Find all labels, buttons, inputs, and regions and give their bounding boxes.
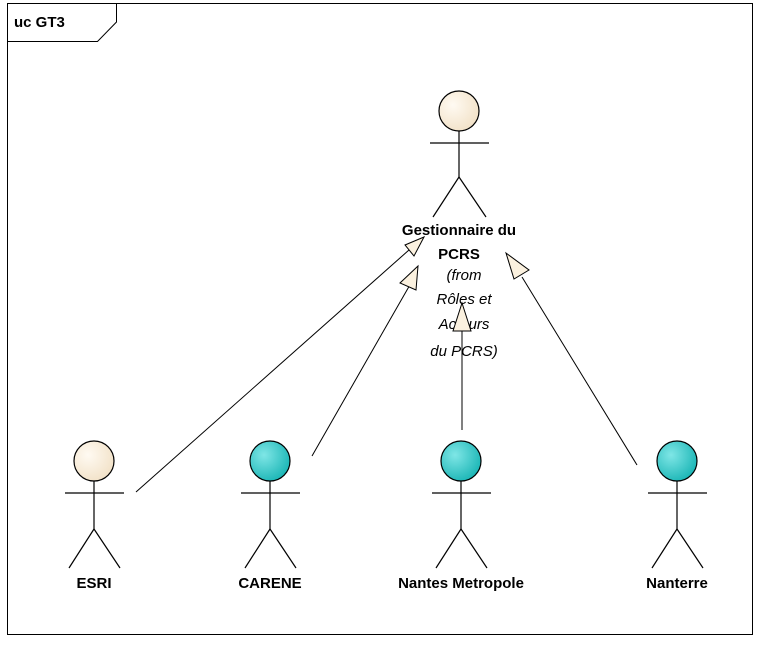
actor-head (438, 90, 480, 132)
actor-head (656, 440, 698, 482)
actor-leg-right (676, 528, 704, 569)
origin-line-3: Acteurs (438, 316, 490, 333)
actor-leg-right (269, 528, 297, 569)
actor-head (249, 440, 291, 482)
actor-label-nantes-metropole: Nantes Metropole (398, 575, 524, 592)
actor-nantes-metropole[interactable] (432, 440, 491, 569)
origin-line-4: du PCRS) (430, 343, 498, 360)
actor-leg-left (432, 176, 460, 218)
actor-leg-right (93, 528, 121, 569)
generalization-esri (135, 241, 419, 493)
frame-title: uc GT3 (14, 14, 65, 31)
actor-leg-left (244, 528, 271, 569)
actor-nanterre[interactable] (648, 440, 707, 569)
generalization-carene (311, 282, 412, 457)
actor-head (73, 440, 115, 482)
actor-label-carene: CARENE (238, 575, 302, 592)
origin-line-2: Rôles et (436, 291, 492, 308)
parent-actor-name-line2: PCRS (438, 246, 480, 263)
actor-leg-right (458, 176, 487, 218)
actor-leg-left (435, 528, 462, 569)
actor-leg-left (68, 528, 95, 569)
parent-actor-name-line1: Gestionnaire du (401, 222, 517, 239)
actor-leg-left (651, 528, 678, 569)
actor-esri[interactable] (65, 440, 124, 569)
actor-label-nanterre: Nanterre (646, 575, 708, 592)
actor-leg-right (460, 528, 488, 569)
frame-tab (7, 3, 117, 42)
origin-line-1: (from (446, 267, 482, 284)
actor-label-esri: ESRI (76, 575, 112, 592)
actor-gestionnaire[interactable] (430, 90, 489, 218)
diagram-frame (7, 3, 753, 635)
generalization-nanterre (521, 276, 638, 466)
actor-head (440, 440, 482, 482)
actor-carene[interactable] (241, 440, 300, 569)
